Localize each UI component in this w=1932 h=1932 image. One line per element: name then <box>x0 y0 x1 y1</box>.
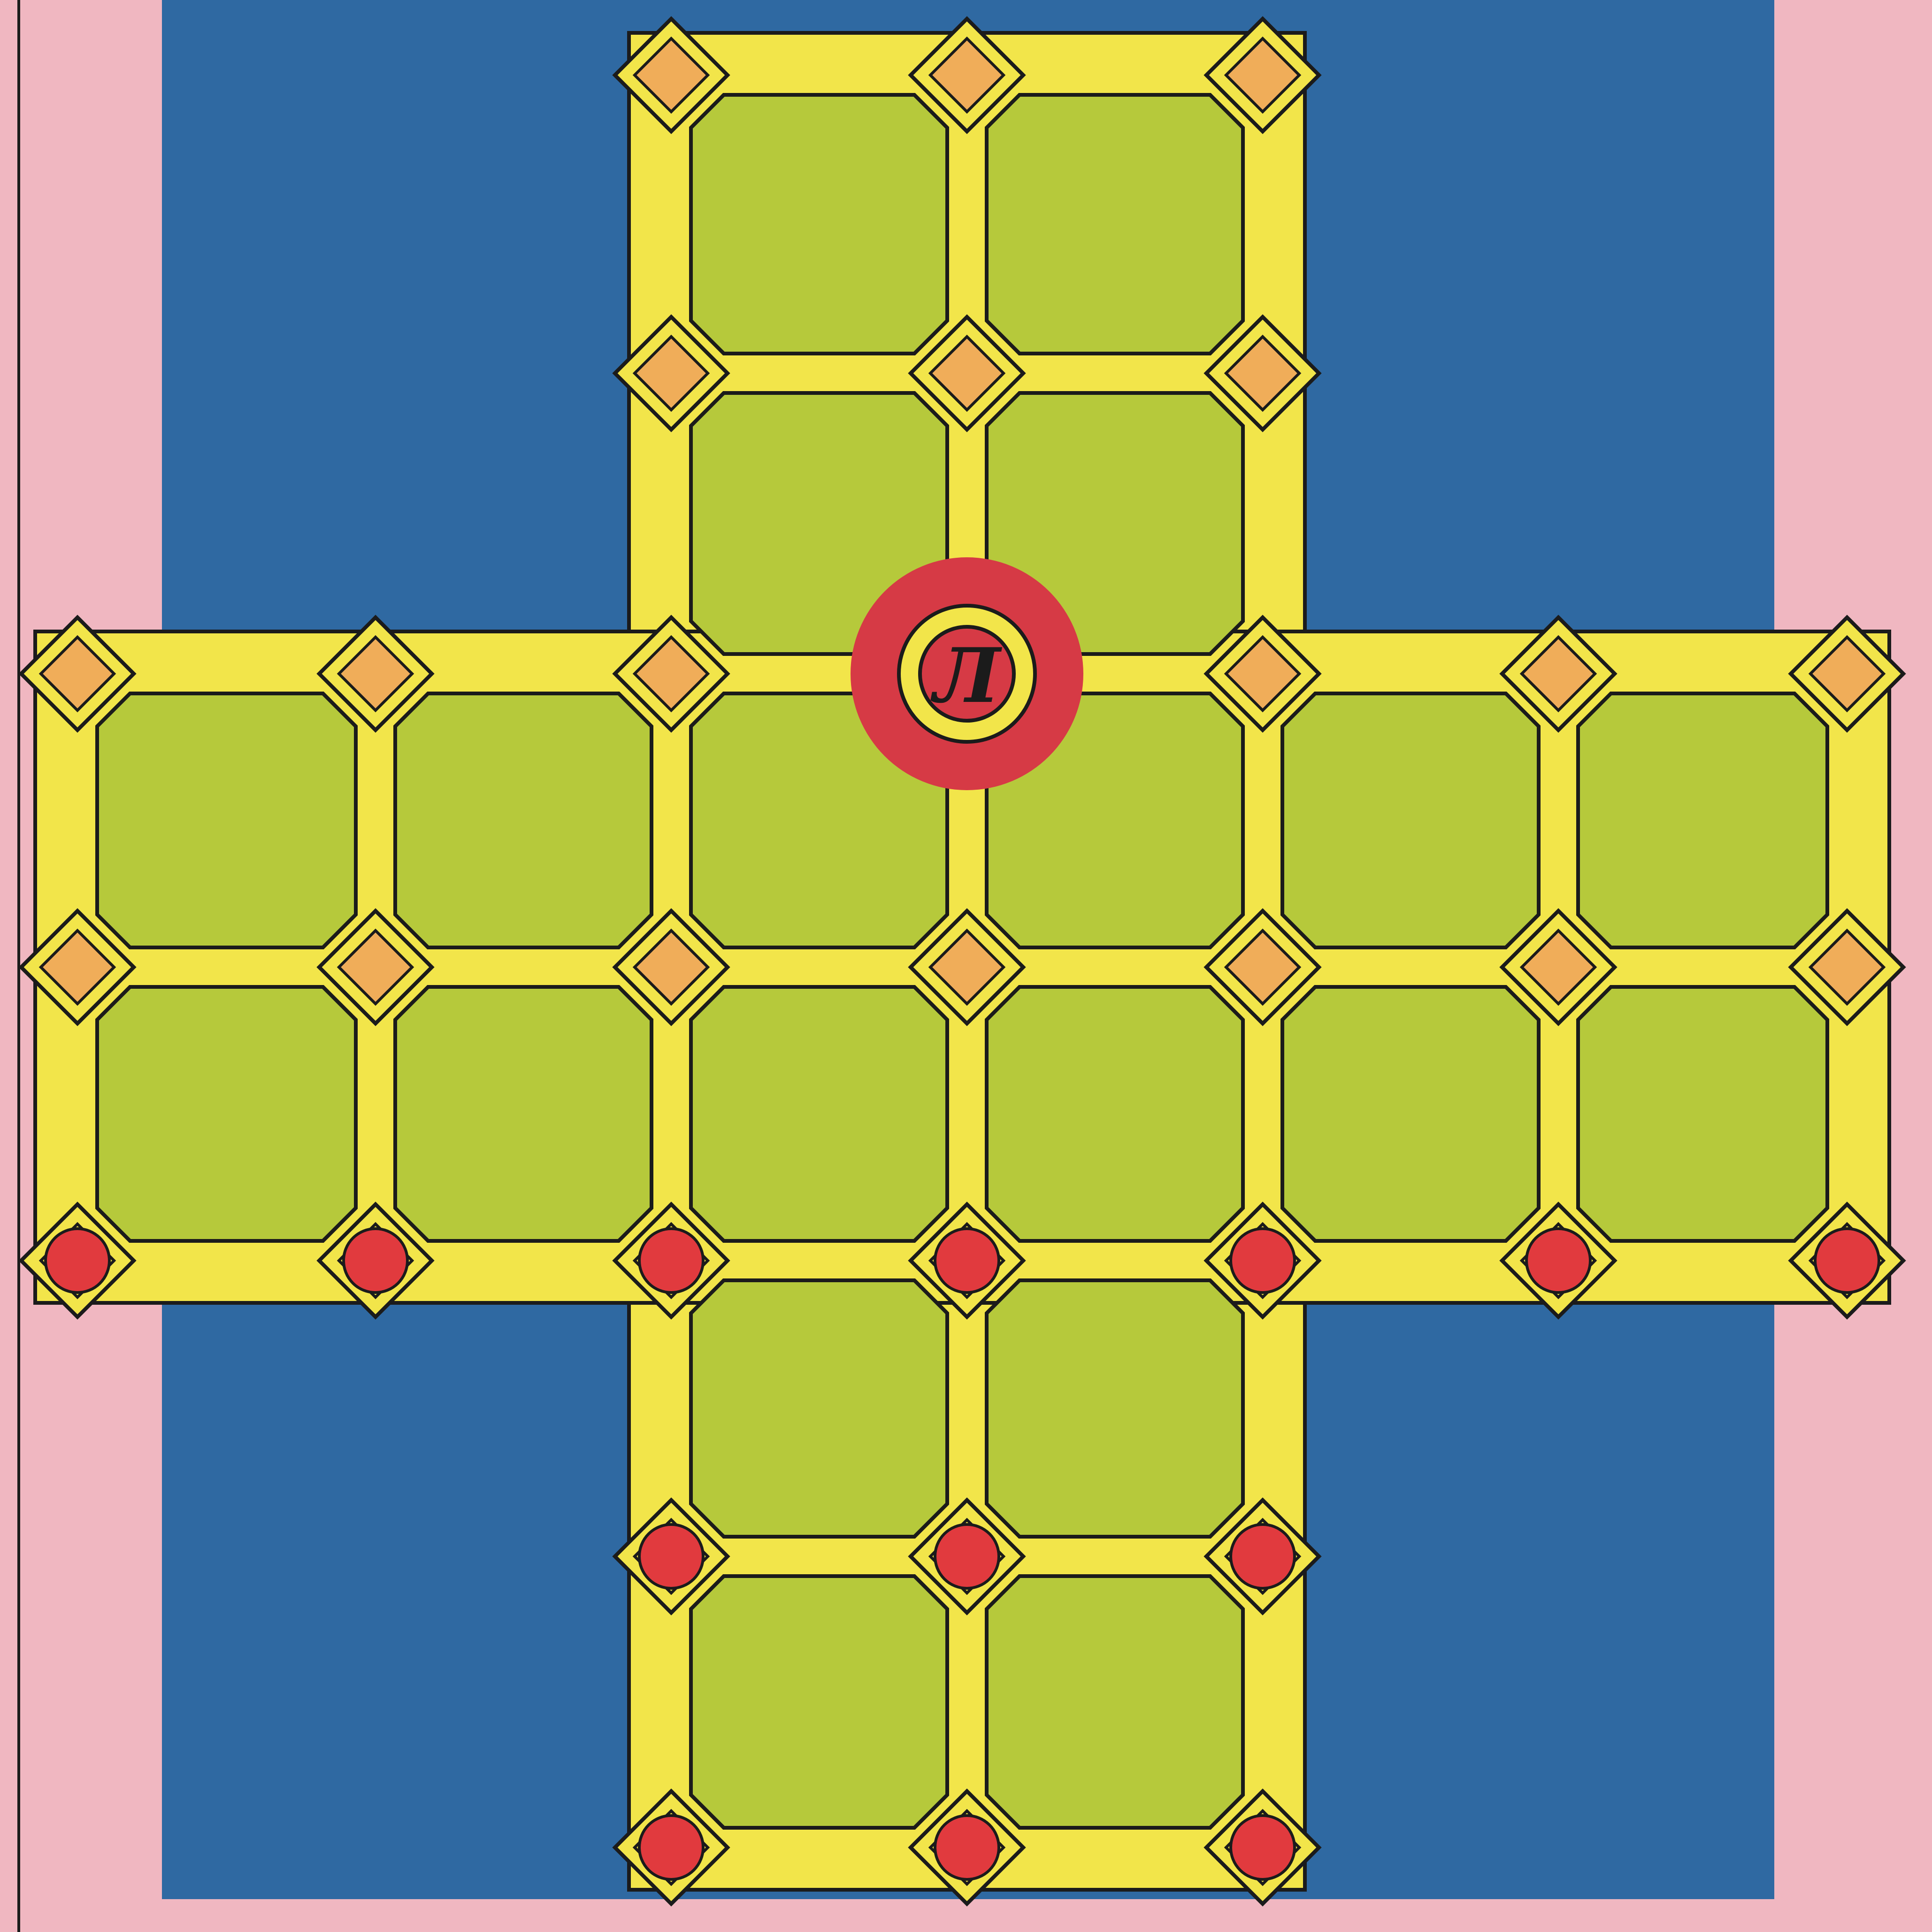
board-cell-r3-c0[interactable] <box>97 987 356 1241</box>
red-piece[interactable] <box>344 1229 407 1293</box>
red-piece[interactable] <box>639 1524 703 1588</box>
board-cell-r3-c3[interactable] <box>987 987 1243 1241</box>
board-cell-r2-c0[interactable] <box>97 693 356 947</box>
red-piece[interactable] <box>935 1524 999 1588</box>
red-piece[interactable] <box>935 1229 999 1293</box>
board-cell-r3-c5[interactable] <box>1578 987 1827 1241</box>
center-marker-label: Л <box>930 631 1002 720</box>
board-cell-r4-c3[interactable] <box>987 1280 1243 1537</box>
red-piece[interactable] <box>1231 1816 1295 1879</box>
board-cell-r0-c3[interactable] <box>987 95 1243 354</box>
board-cell-r5-c3[interactable] <box>987 1576 1243 1828</box>
red-piece[interactable] <box>1231 1524 1295 1588</box>
red-piece[interactable] <box>1526 1229 1590 1293</box>
red-piece[interactable] <box>1815 1229 1879 1293</box>
board-cell-r5-c2[interactable] <box>691 1576 947 1828</box>
board-cell-r4-c2[interactable] <box>691 1280 947 1537</box>
board-cell-r3-c1[interactable] <box>395 987 652 1241</box>
board-cell-r2-c4[interactable] <box>1282 693 1539 947</box>
board-cell-r0-c2[interactable] <box>691 95 947 354</box>
red-piece[interactable] <box>46 1229 109 1293</box>
board-cell-r2-c1[interactable] <box>395 693 652 947</box>
board-cell-r2-c5[interactable] <box>1578 693 1827 947</box>
board-cell-r3-c4[interactable] <box>1282 987 1539 1241</box>
red-piece[interactable] <box>935 1816 999 1879</box>
center-marker[interactable]: Л <box>851 557 1083 790</box>
red-piece[interactable] <box>639 1816 703 1879</box>
red-piece[interactable] <box>639 1229 703 1293</box>
red-piece[interactable] <box>1231 1229 1295 1293</box>
board-cell-r3-c2[interactable] <box>691 987 947 1241</box>
